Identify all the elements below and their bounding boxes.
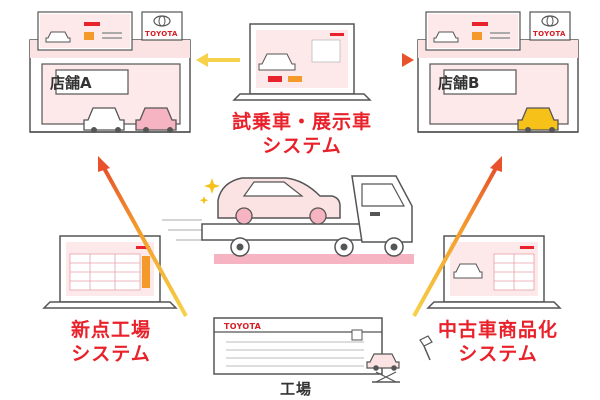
test-drive-system-line1: 試乗車・展示車 [231,111,372,133]
store-a-billboard [37,11,133,51]
test-drive-laptop [232,23,372,101]
used-car-system-label: 中古車商品化 システム [418,318,578,366]
new-factory-laptop [42,235,178,309]
factory-logo: TOYOTA [224,322,262,331]
store-a-logo: TOYOTA [145,30,178,38]
carrier-truck [162,175,414,264]
sparkle-icon [199,178,220,205]
test-drive-system-label: 試乗車・展示車 システム [210,110,394,158]
new-factory-system-line2: システム [71,343,151,365]
arrow-used-car-to-store-b [412,156,502,317]
factory-building [213,317,383,375]
used-car-laptop [426,235,562,309]
store-a-sign: 店舗A [50,74,92,92]
arrow-new-factory-to-store-a [98,156,188,317]
used-car-system-line1: 中古車商品化 [437,319,558,341]
store-b-billboard [425,11,521,51]
store-a-cars [83,107,177,133]
store-b-sign: 店舗B [438,74,480,92]
arrow-to-store-b [364,53,414,67]
arrow-to-store-a [196,53,240,67]
new-factory-system-label: 新点工場 システム [46,318,176,366]
scanner-icon [419,335,433,361]
lift-car [366,353,400,383]
store-b-logo: TOYOTA [533,30,566,38]
factory-label: 工場 [280,380,313,398]
store-b-car [517,107,559,133]
test-drive-system-line2: システム [262,135,342,157]
used-car-system-line2: システム [458,343,538,365]
truck-car [217,177,341,225]
new-factory-system-line1: 新点工場 [70,319,151,341]
